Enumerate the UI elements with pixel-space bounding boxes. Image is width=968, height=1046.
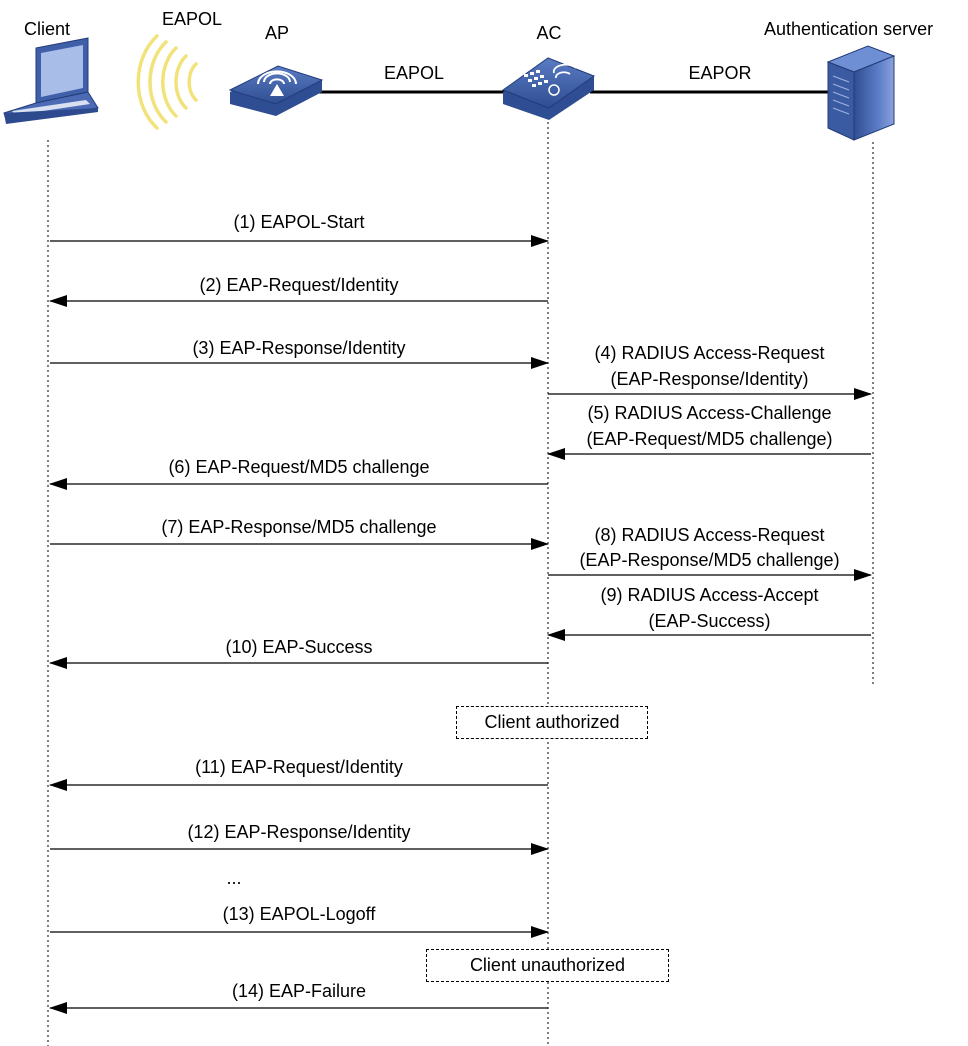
message-8-label: (8) RADIUS Access-Request: [594, 525, 824, 545]
server-label: Authentication server: [764, 19, 934, 39]
message-5-label: (5) RADIUS Access-Challenge: [587, 403, 831, 423]
message-7-label: (7) EAP-Response/MD5 challenge: [161, 517, 436, 537]
laptop-icon: [3, 37, 99, 124]
message-4: (4) RADIUS Access-Request (EAP-Response/I…: [548, 343, 872, 400]
message-12: (12) EAP-Response/Identity: [50, 822, 549, 855]
access-controller-icon: [501, 57, 596, 120]
message-3: (3) EAP-Response/Identity: [50, 338, 549, 369]
server-icon: [826, 45, 896, 141]
message-12-label: (12) EAP-Response/Identity: [187, 822, 410, 842]
message-13-label: (13) EAPOL-Logoff: [223, 904, 377, 924]
message-1: (1) EAPOL-Start: [50, 212, 549, 247]
message-1-label: (1) EAPOL-Start: [233, 212, 364, 232]
client-authorized-state: Client authorized: [456, 706, 648, 739]
client-unauthorized-state: Client unauthorized: [426, 949, 669, 982]
message-5-label: (EAP-Request/MD5 challenge): [586, 429, 832, 449]
message-8-label: (EAP-Response/MD5 challenge): [579, 550, 839, 570]
message-2: (2) EAP-Request/Identity: [49, 275, 548, 307]
message-10: (10) EAP-Success: [49, 637, 548, 669]
message-9: (9) RADIUS Access-Accept (EAP-Success): [547, 585, 871, 641]
message-7: (7) EAP-Response/MD5 challenge: [50, 517, 549, 550]
message-11: (11) EAP-Request/Identity: [49, 757, 548, 791]
message-4-label: (EAP-Response/Identity): [610, 369, 808, 389]
message-6-label: (6) EAP-Request/MD5 challenge: [168, 457, 429, 477]
message-9-label: (9) RADIUS Access-Accept: [600, 585, 818, 605]
access-point-icon: [228, 65, 324, 116]
message-3-label: (3) EAP-Response/Identity: [192, 338, 405, 358]
continuation-ellipsis: ...: [226, 868, 241, 888]
messages-layer: (1) EAPOL-Start (2) EAP-Request/Identity (…: [49, 212, 872, 1014]
message-10-label: (10) EAP-Success: [225, 637, 372, 657]
message-14-label: (14) EAP-Failure: [232, 981, 366, 1001]
message-8: (8) RADIUS Access-Request (EAP-Response/M…: [548, 525, 872, 581]
wireless-signal-icon: [136, 34, 198, 130]
ap-label: AP: [264, 23, 290, 43]
message-5: (5) RADIUS Access-Challenge (EAP-Request/…: [547, 403, 871, 460]
message-11-label: (11) EAP-Request/Identity: [195, 757, 403, 777]
message-2-label: (2) EAP-Request/Identity: [199, 275, 398, 295]
message-9-label: (EAP-Success): [648, 611, 770, 631]
message-4-label: (4) RADIUS Access-Request: [594, 343, 824, 363]
message-13: (13) EAPOL-Logoff: [50, 904, 549, 938]
wireless-link-label: EAPOL: [161, 9, 223, 29]
client-label: Client: [24, 19, 71, 39]
ac-server-link-label: EAPOR: [688, 63, 752, 83]
message-6: (6) EAP-Request/MD5 challenge: [49, 457, 548, 490]
message-14: (14) EAP-Failure: [49, 981, 548, 1014]
ac-label: AC: [536, 23, 562, 43]
ap-ac-link-label: EAPOL: [383, 63, 445, 83]
